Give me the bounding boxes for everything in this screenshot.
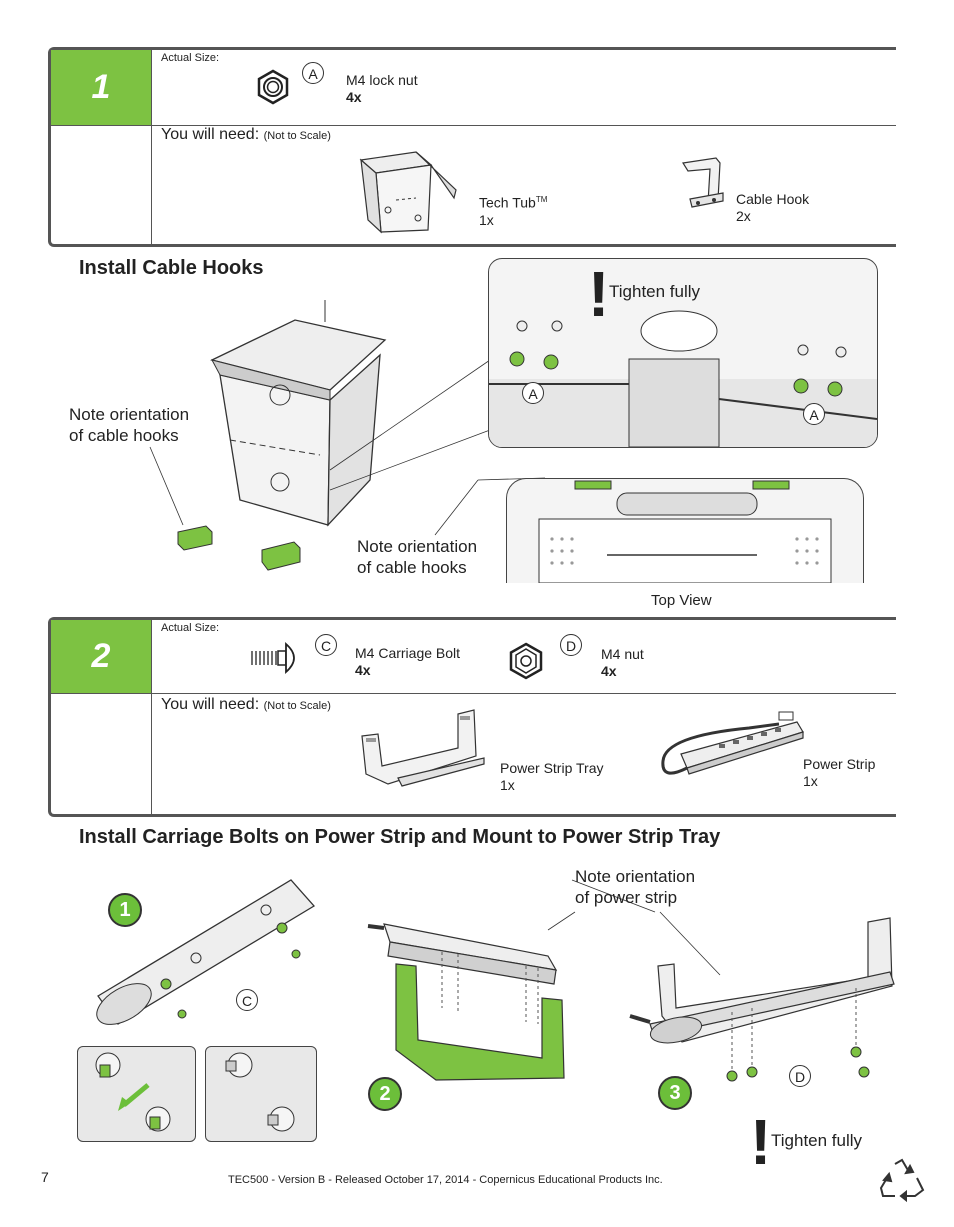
step2-number: 2	[51, 620, 151, 693]
part-a-name: M4 lock nut	[346, 72, 418, 88]
step2-table: 2	[48, 617, 896, 817]
page-number: 7	[41, 1169, 49, 1185]
cable-hook-image	[682, 157, 724, 208]
callout-a-step1: A	[302, 62, 324, 84]
m4-nut-icon	[509, 642, 543, 680]
callout-a-right: A	[803, 403, 825, 425]
part-d-qty: 4x	[601, 663, 617, 679]
substep-2-badge: 2	[368, 1077, 402, 1111]
warning-exclamation-icon: !	[588, 258, 610, 330]
detail-box-left	[77, 1046, 196, 1142]
recycle-icon	[879, 1158, 925, 1203]
part-c-name: M4 Carriage Bolt	[355, 645, 461, 661]
step1-actual-size: Actual Size:	[161, 52, 220, 64]
step2-hline	[51, 693, 896, 694]
top-view-drawing	[538, 480, 832, 583]
section2-title: Install Carriage Bolts on Power Strip an…	[79, 826, 721, 848]
cable-hook-green-left	[177, 525, 213, 551]
footer-text: TEC500 - Version B - Released October 17…	[228, 1174, 663, 1186]
tech-tub-label: Tech TubTM 1x	[479, 194, 548, 228]
step1-number: 1	[51, 50, 151, 125]
substep-1-drawing	[96, 879, 316, 1025]
callout-c-step2: C	[315, 634, 337, 656]
callout-d-diagram: D	[789, 1065, 811, 1087]
detail-right-drawing	[225, 1052, 295, 1132]
lock-nut-icon	[257, 69, 289, 105]
step1-you-will-need: You will need: (Not to Scale)	[161, 126, 331, 143]
callout-c-diagram: C	[236, 989, 258, 1011]
substep-2-drawing	[367, 923, 565, 1081]
tub-main-drawing	[210, 300, 387, 527]
part-c-qty: 4x	[355, 662, 371, 678]
step1-divider	[151, 50, 152, 244]
callout-d-step2: D	[560, 634, 582, 656]
warning-exclamation-icon-2: !	[750, 1106, 772, 1178]
tech-tub-image	[359, 151, 457, 234]
detail-box-right	[205, 1046, 317, 1142]
substep-3-badge: 3	[658, 1076, 692, 1110]
substep-3-drawing	[629, 917, 895, 1082]
top-view-panel	[506, 478, 864, 583]
part-a-qty: 4x	[346, 89, 362, 105]
carriage-bolt-icon	[251, 642, 295, 674]
step2-divider	[151, 620, 152, 814]
step1-hline	[51, 125, 896, 126]
step2-you-will-need: You will need: (Not to Scale)	[161, 696, 331, 713]
section1-title: Install Cable Hooks	[79, 257, 264, 279]
cable-hook-green-right	[261, 541, 301, 571]
detail-left-drawing	[95, 1052, 171, 1132]
power-strip-tray-image	[361, 709, 485, 787]
top-view-label: Top View	[651, 592, 712, 609]
power-strip-image	[661, 711, 804, 775]
part-d-name: M4 nut	[601, 646, 644, 662]
step2-actual-size: Actual Size:	[161, 622, 220, 634]
step1-table: 1	[48, 47, 896, 247]
substep-1-badge: 1	[108, 893, 142, 927]
tighten-fully-1: Tighten fully	[609, 282, 701, 301]
callout-a-left: A	[522, 382, 544, 404]
zoom-detail-panel	[488, 258, 878, 448]
tighten-fully-2: Tighten fully	[771, 1131, 863, 1150]
